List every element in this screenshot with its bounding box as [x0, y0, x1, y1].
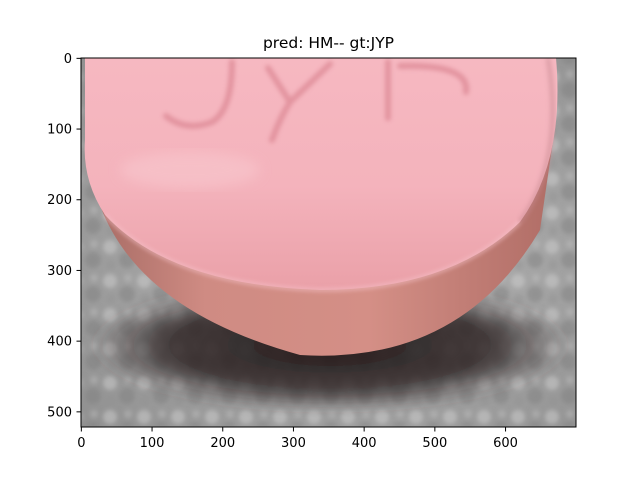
y-tick-label: 0 — [64, 52, 72, 67]
y-tick-label: 300 — [47, 264, 72, 279]
embossed-marking — [163, 59, 470, 143]
chart-title: pred: HM-- gt:JYP — [263, 34, 394, 52]
x-tick-label: 0 — [77, 436, 85, 451]
y-tick-label: 100 — [47, 123, 72, 138]
y-tick-label: 500 — [47, 405, 72, 420]
x-tick-label: 100 — [140, 436, 165, 451]
x-axis: 0 100 200 300 400 500 600 — [77, 427, 518, 451]
x-tick-label: 500 — [422, 436, 447, 451]
y-tick-label: 200 — [47, 193, 72, 208]
x-tick-label: 200 — [210, 436, 235, 451]
axes-frame — [80, 57, 577, 428]
x-tick-label: 600 — [493, 436, 518, 451]
x-tick-label: 300 — [281, 436, 306, 451]
y-tick-label: 400 — [47, 335, 72, 350]
y-axis: 0 100 200 300 400 500 — [47, 52, 81, 420]
pill-image — [81, 58, 576, 427]
x-tick-label: 400 — [352, 436, 377, 451]
